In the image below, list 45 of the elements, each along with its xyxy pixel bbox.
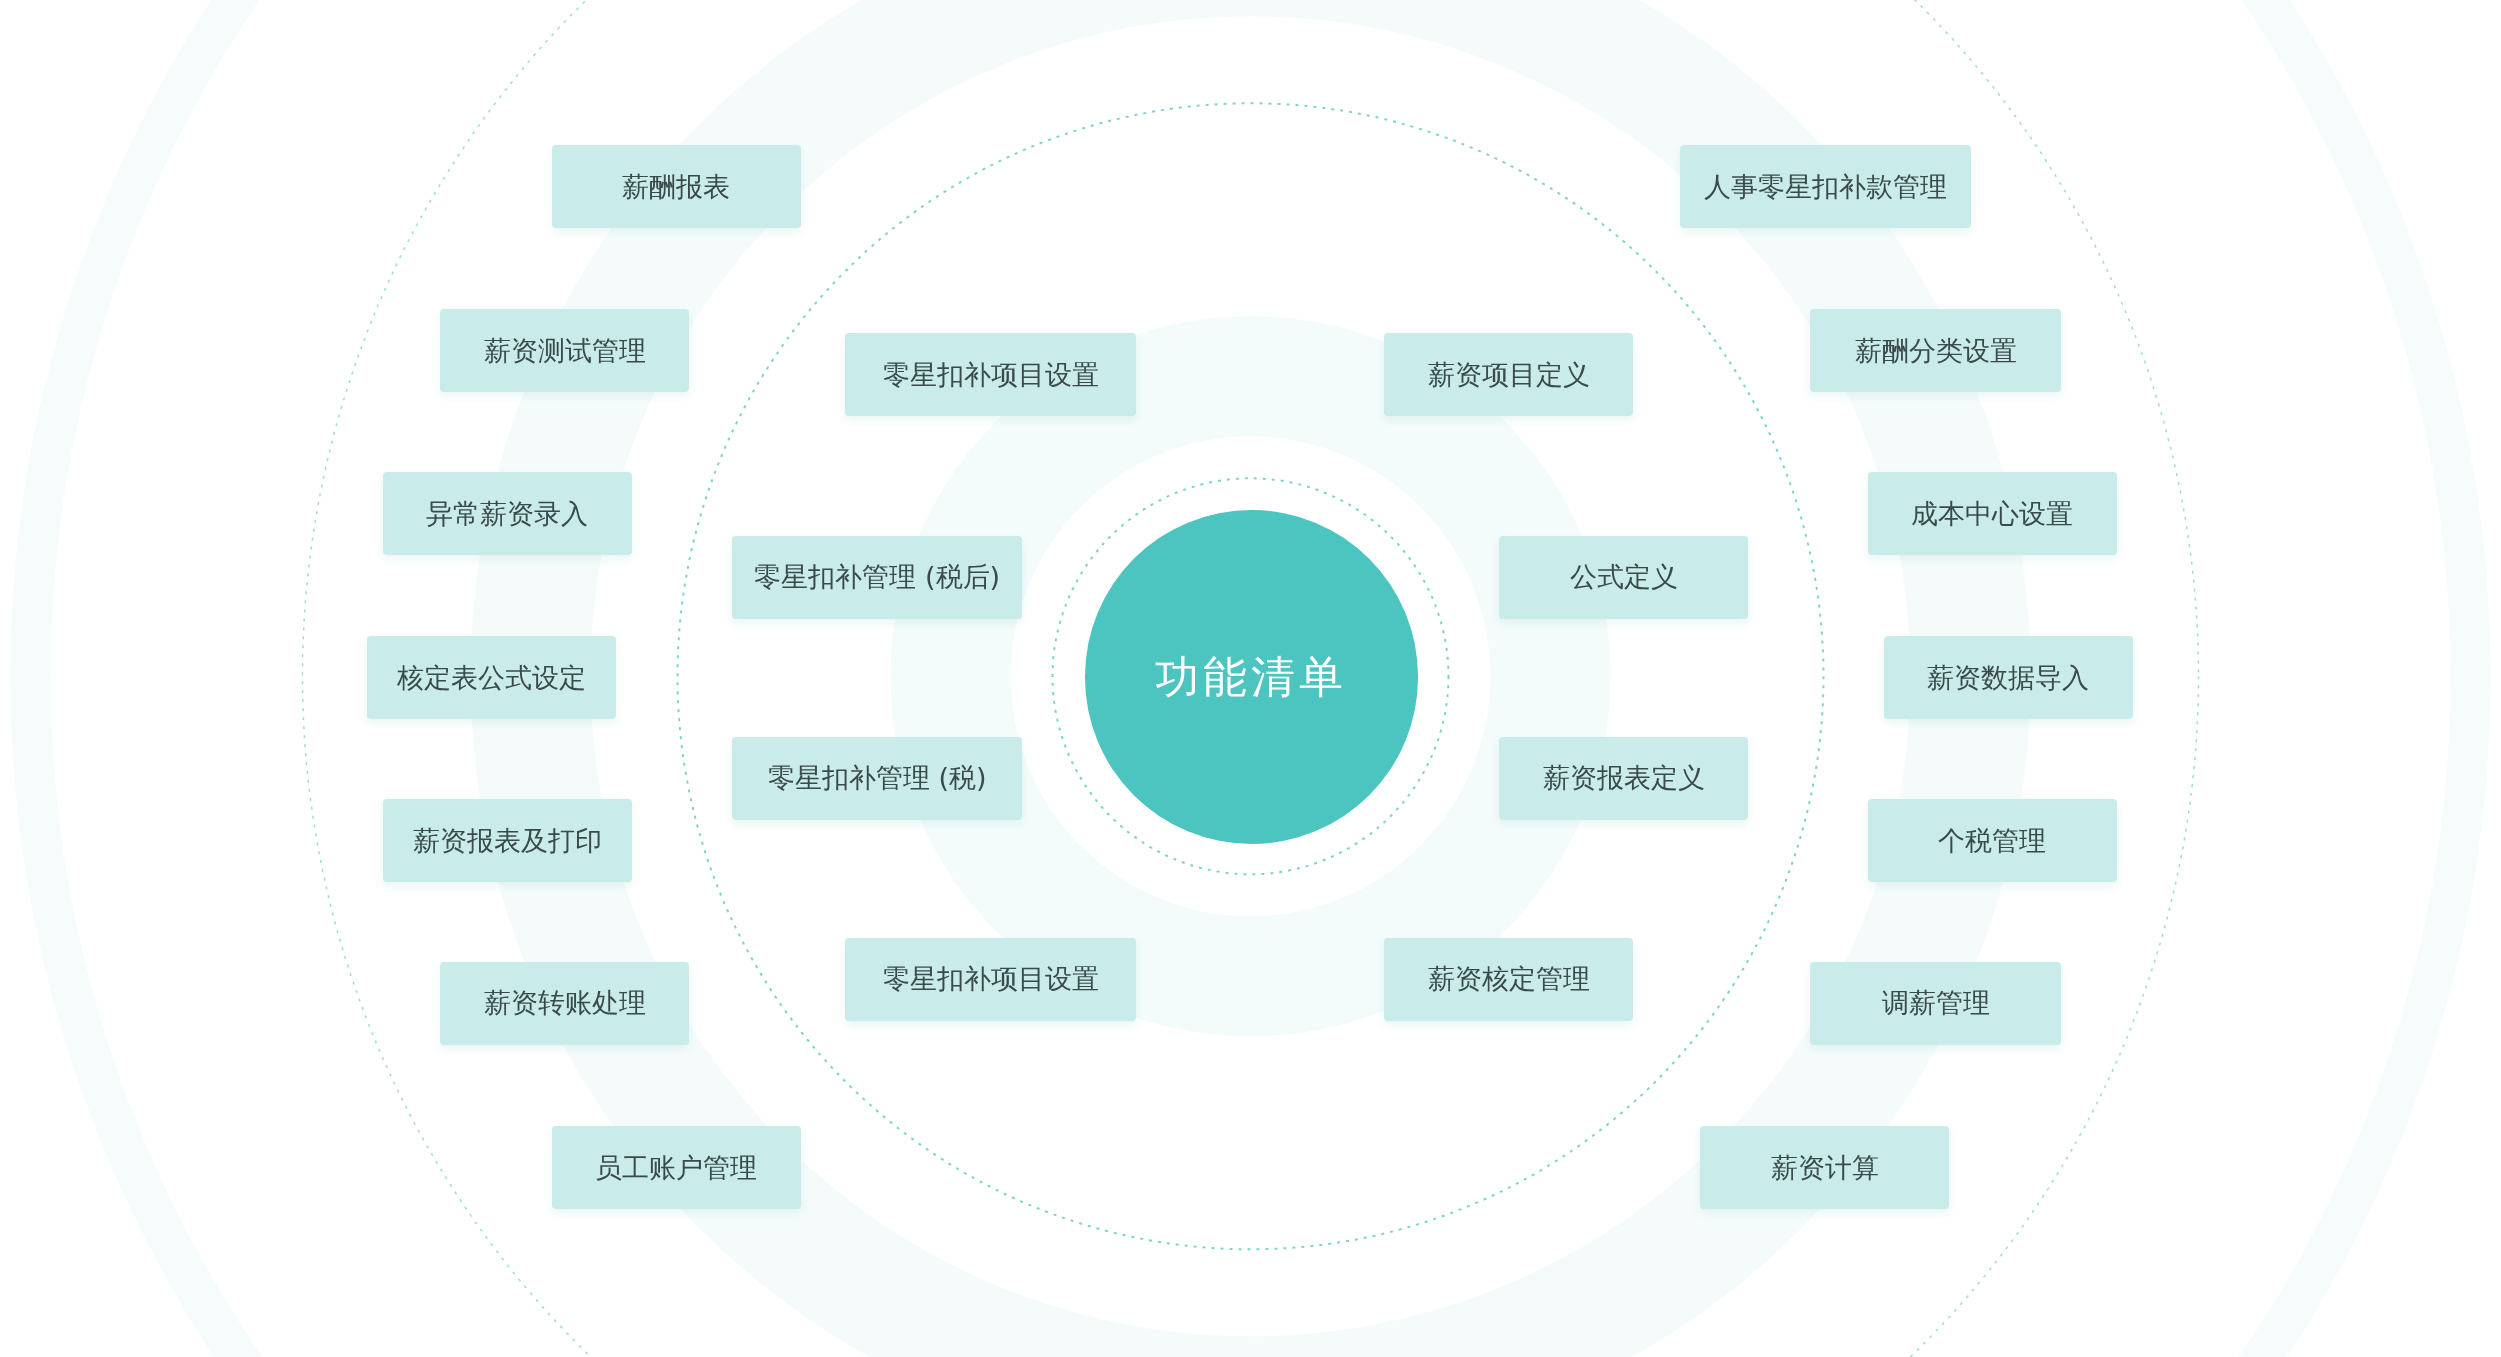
- feature-tag: [732, 535, 1023, 619]
- feature-tag: [382, 472, 632, 556]
- feature-tag: [382, 799, 632, 883]
- feature-tag: [440, 309, 690, 393]
- feature-label: 零星扣补项目设置: [882, 357, 1099, 392]
- feature-label: 个税管理: [1938, 823, 2047, 858]
- feature-tag: [845, 333, 1136, 417]
- feature-tag: [366, 636, 616, 720]
- feature-label: 薪资核定管理: [1427, 962, 1590, 997]
- feature-label: 薪资报表定义: [1542, 761, 1705, 796]
- feature-label: 公式定义: [1569, 560, 1678, 595]
- feature-label: 成本中心设置: [1911, 496, 2074, 531]
- feature-label: 异常薪资录入: [426, 496, 589, 531]
- feature-label: 薪资数据导入: [1927, 660, 2090, 695]
- feature-tag: [1384, 333, 1634, 417]
- feature-tag: [440, 961, 690, 1045]
- feature-label: 调薪管理: [1881, 986, 1990, 1021]
- feature-label: 薪酬分类设置: [1854, 333, 2017, 368]
- feature-tag: [551, 145, 801, 229]
- feature-tag: [1679, 145, 1972, 229]
- feature-tag: [1499, 535, 1749, 619]
- feature-label: 员工账户管理: [595, 1150, 758, 1185]
- feature-label: 薪资转账处理: [483, 986, 646, 1021]
- feature-label: 薪资计算: [1770, 1150, 1879, 1185]
- feature-tag: [1700, 1126, 1950, 1209]
- feature-tag: [1810, 961, 2061, 1045]
- feature-label: 零星扣补项目设置: [882, 962, 1099, 997]
- feature-tag: [1867, 472, 2117, 556]
- feature-tag: [1810, 309, 2061, 393]
- center-title: 功能清单: [1155, 649, 1348, 704]
- feature-label: 核定表公式设定: [396, 660, 586, 695]
- feature-tag: [732, 736, 1023, 820]
- feature-label: 薪酬报表: [622, 169, 731, 204]
- feature-label: 薪资测试管理: [483, 333, 646, 368]
- feature-tag: [1499, 736, 1749, 820]
- feature-tag: [845, 937, 1136, 1021]
- feature-tag: [551, 1126, 801, 1209]
- feature-tag: [1867, 799, 2117, 883]
- feature-tag: [1384, 937, 1634, 1021]
- feature-label: 人事零星扣补款管理: [1704, 169, 1947, 204]
- feature-label: 零星扣补管理 (税): [767, 761, 987, 796]
- feature-label: 薪资报表及打印: [412, 823, 602, 858]
- feature-label: 薪资项目定义: [1427, 357, 1590, 392]
- feature-label: 零星扣补管理 (税后): [754, 560, 1001, 595]
- feature-tag: [1883, 636, 2133, 720]
